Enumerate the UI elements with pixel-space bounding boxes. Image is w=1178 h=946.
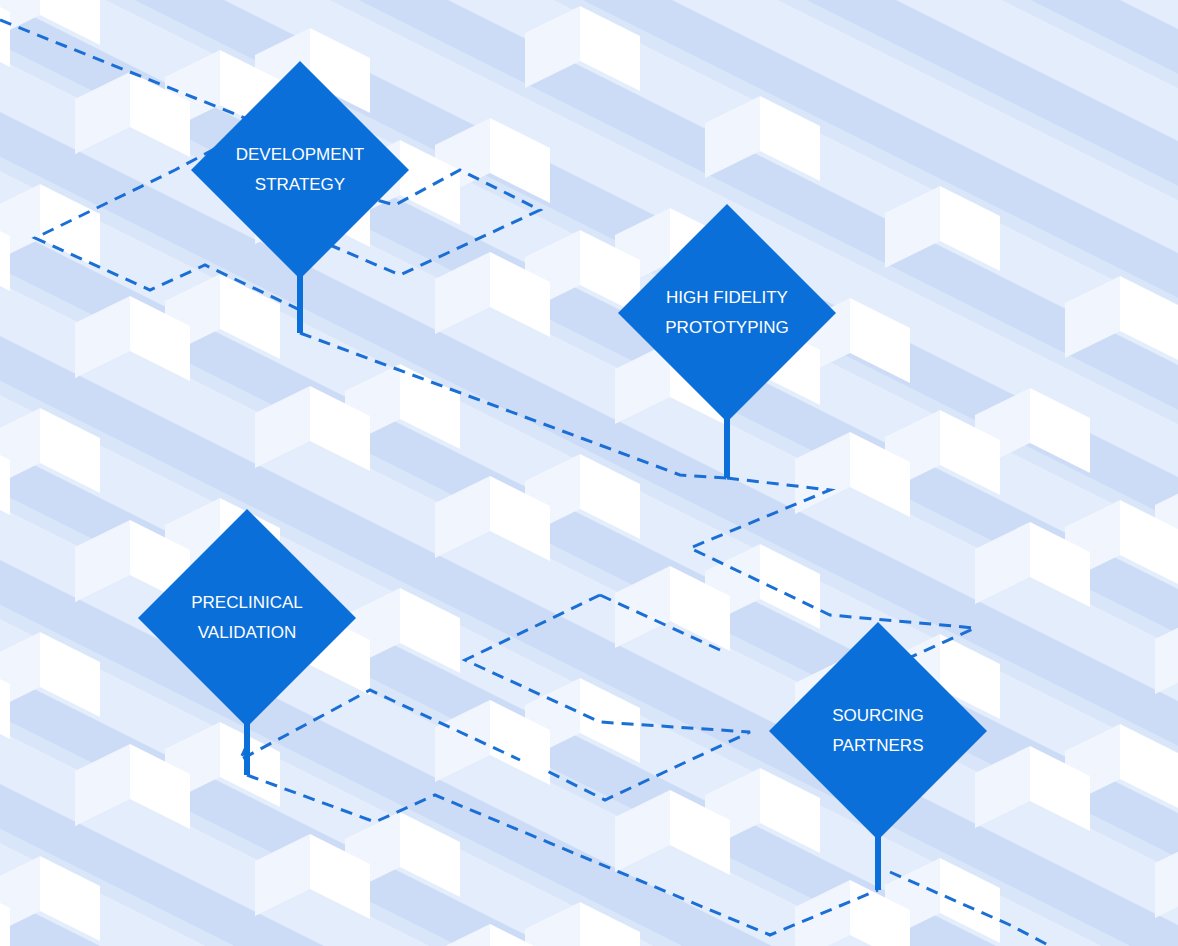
path-tail [890, 872, 1050, 946]
maze-pit [525, 6, 580, 88]
maze-pit [130, 72, 190, 157]
maze-wall-face [0, 0, 1178, 572]
diamond-fill [769, 622, 987, 840]
maze-pit [435, 924, 490, 946]
maze-pit [1120, 276, 1178, 361]
maze-pit [400, 588, 460, 673]
maze-pit [75, 72, 130, 154]
maze-pit [310, 834, 370, 919]
maze-pit [0, 878, 10, 946]
maze-pit [130, 744, 190, 829]
maze-pit [670, 790, 730, 875]
maze-pit [400, 364, 460, 449]
maze-pit [435, 252, 490, 334]
signpost-label: HIGH FIDELITY PROTOTYPING [662, 283, 792, 343]
maze-pit [1155, 612, 1178, 694]
signpost-diamond: PRECLINICAL VALIDATION [138, 509, 356, 775]
maze-pit [760, 96, 820, 181]
maze-wall [0, 311, 1178, 946]
maze-pit [975, 522, 1030, 604]
maze-pit [490, 700, 550, 785]
maze-pit [40, 408, 100, 493]
maze-pit [400, 140, 460, 225]
maze-pit [40, 184, 100, 269]
maze-pit [40, 856, 100, 941]
maze-wall-face [0, 244, 1178, 908]
maze-pit [435, 476, 490, 558]
maze-pit [255, 834, 310, 916]
maze-pit [580, 454, 640, 539]
maze-pit [0, 0, 10, 67]
maze-pit [1155, 836, 1178, 918]
path-loop [600, 595, 720, 650]
signpost-diamond: DEVELOPMENT STRATEGY [191, 61, 409, 333]
maze-pit [705, 96, 760, 178]
maze-pit [760, 768, 820, 853]
maze-pit [40, 0, 100, 45]
maze-pit [940, 186, 1000, 271]
path-loop [240, 690, 520, 760]
diamond-shape [618, 204, 836, 478]
maze-pit [0, 206, 10, 291]
maze-pit [940, 858, 1000, 943]
maze-pit [1120, 724, 1178, 809]
maze-pit [795, 432, 850, 514]
maze-pit [885, 186, 940, 268]
maze-pit [580, 678, 640, 763]
dashed-route [247, 775, 878, 935]
maze-pit [580, 902, 640, 946]
maze-pit [670, 566, 730, 651]
maze-pit [850, 432, 910, 517]
diamond-shape [769, 622, 987, 890]
maze-pit [1030, 746, 1090, 831]
maze-pit [310, 386, 370, 471]
maze-pit [580, 6, 640, 91]
signpost-diamond: HIGH FIDELITY PROTOTYPING [618, 204, 836, 478]
path-loop [465, 595, 750, 800]
maze-pit [615, 790, 670, 872]
maze-pit [0, 654, 10, 739]
maze-pit [220, 274, 280, 359]
maze-pit [255, 386, 310, 468]
maze-wall [0, 871, 1178, 946]
maze-pit [940, 410, 1000, 495]
maze-pit [130, 296, 190, 381]
maze-pit [400, 812, 460, 897]
maze-pit [975, 746, 1030, 828]
maze-pit [490, 252, 550, 337]
maze-pit [1030, 388, 1090, 473]
maze-pit [75, 296, 130, 378]
maze-pit [490, 118, 550, 203]
maze-pit [850, 298, 910, 383]
signpost-label: SOURCING PARTNERS [813, 701, 943, 761]
maze-pit [490, 924, 550, 946]
maze-pit [75, 520, 130, 602]
maze-pit [1120, 500, 1178, 585]
maze-wall-face [0, 804, 1178, 946]
diamond-fill [618, 204, 836, 422]
diamond-shape [191, 61, 409, 333]
signpost-label: PRECLINICAL VALIDATION [182, 588, 312, 648]
diamond-fill [138, 509, 356, 727]
maze-pit [75, 744, 130, 826]
maze-pit [0, 430, 10, 515]
signpost-label: DEVELOPMENT STRATEGY [235, 140, 365, 200]
maze-pit [1030, 522, 1090, 607]
diamond-fill [191, 61, 409, 279]
maze-pit [1065, 276, 1120, 358]
maze-pit [490, 476, 550, 561]
maze-pit [40, 632, 100, 717]
signpost-diamond: SOURCING PARTNERS [769, 622, 987, 890]
maze-pit [525, 902, 580, 946]
